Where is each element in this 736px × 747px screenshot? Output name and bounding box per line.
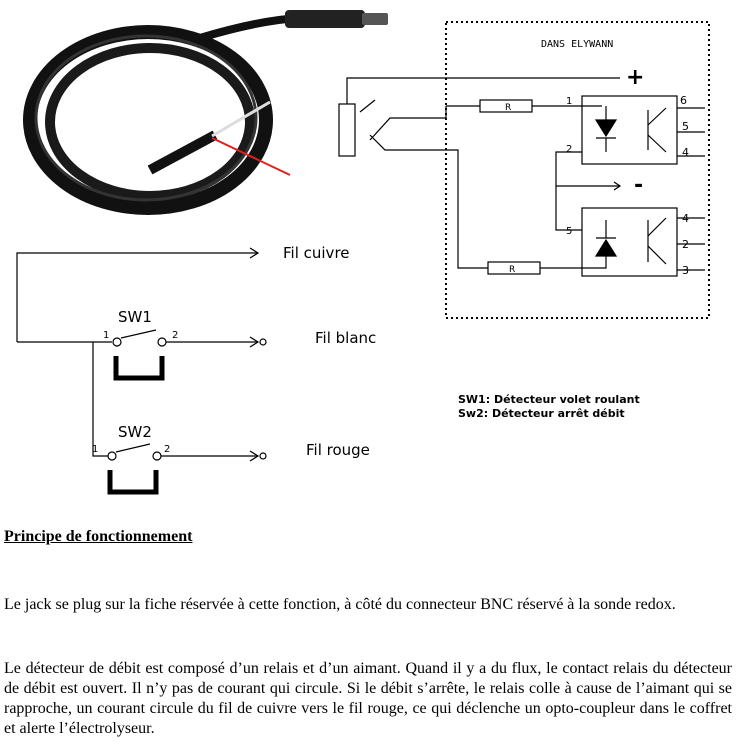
legend-sw1: SW1: Détecteur volet roulant [458, 393, 640, 406]
sw2-label: SW2 [118, 423, 152, 441]
sw1-pin1: 1 [103, 330, 109, 341]
sw1-label: SW1 [118, 308, 152, 326]
sw2-pin1: 1 [92, 444, 98, 455]
switch-sw1 [17, 329, 267, 381]
pin-6: 6 [680, 94, 687, 107]
document-section: Principe de fonctionnement Le jack se pl… [4, 528, 732, 737]
legend-sw2: Sw2: Détecteur arrêt débit [458, 407, 625, 420]
resistor-bottom-label: R [509, 265, 515, 275]
pin-5b: 5 [566, 226, 572, 237]
minus-line [555, 151, 622, 231]
paragraph-jack: Le jack se plug sur la fiche réservée à … [4, 596, 676, 613]
sw2-pin2: 2 [164, 444, 170, 455]
pin-2: 2 [566, 144, 572, 155]
optocoupler-top [581, 95, 705, 165]
pin-4b: 4 [682, 212, 689, 225]
white-wire [211, 100, 271, 138]
jack-socket [338, 77, 620, 157]
label-fil-rouge: Fil rouge [306, 441, 370, 459]
minus-label: - [634, 173, 643, 198]
box-title: DANS ELYWANN [541, 39, 613, 50]
label-fil-blanc: Fil blanc [315, 329, 376, 347]
red-wire [211, 137, 291, 176]
cable-end [147, 130, 218, 175]
plus-label: + [626, 65, 644, 90]
pin-1: 1 [566, 96, 572, 107]
jack-plug-body [285, 10, 365, 28]
resistor-top-label: R [505, 103, 511, 113]
elywann-box [445, 21, 710, 319]
pin-5: 5 [682, 120, 689, 133]
optocoupler-bottom [581, 207, 705, 277]
wiring-diagram: DANS ELYWANN + R 1 2 6 5 4 [16, 10, 710, 495]
pin-4: 4 [682, 146, 689, 159]
pin-3b: 3 [682, 264, 689, 277]
bottom-circuit [420, 149, 607, 275]
paragraph-detector: Le détecteur de débit est composé d’un r… [4, 660, 732, 737]
label-fil-cuivre: Fil cuivre [283, 244, 350, 262]
jack-plug-tip [362, 13, 388, 25]
top-circuit [445, 99, 584, 118]
section-heading: Principe de fonctionnement [4, 528, 193, 545]
wire-cuivre-line [16, 247, 260, 342]
sw1-pin2: 2 [172, 330, 178, 341]
cable-photo [23, 10, 388, 215]
switch-sw2 [92, 342, 267, 495]
cable-coil-mid [34, 34, 258, 202]
cable-coil-outer [23, 25, 273, 215]
pin-2b: 2 [682, 238, 689, 251]
cable-coil-inner [45, 43, 255, 201]
